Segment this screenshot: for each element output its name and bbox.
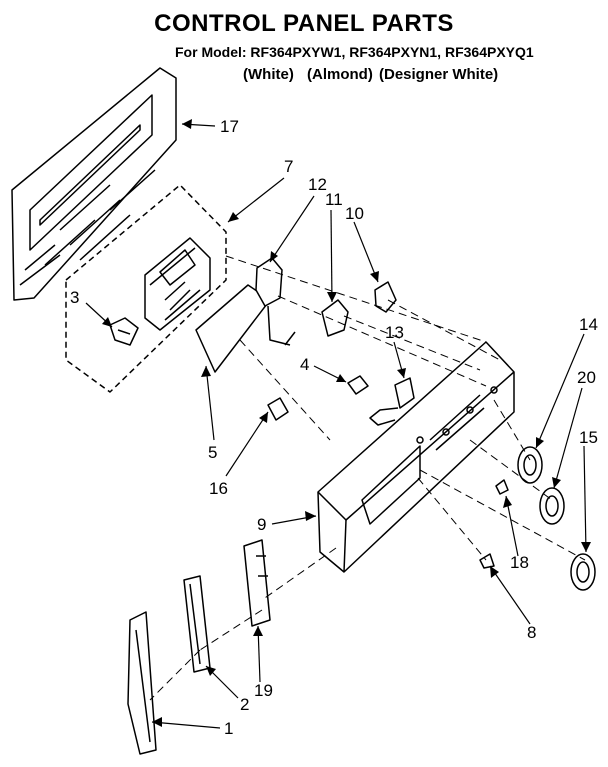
part-3-clip [109, 317, 139, 346]
callout-9: 9 [257, 515, 266, 534]
part-2-end-cap [183, 575, 211, 673]
model-list: For Model: RF364PXYW1, RF364PXYN1, RF364… [175, 44, 534, 60]
callout-2: 2 [240, 695, 249, 714]
variant-designer-white: (Designer White) [379, 66, 499, 83]
callout-19: 19 [254, 681, 273, 700]
callout-12: 12 [308, 175, 327, 194]
part-5-plate [195, 284, 271, 373]
callout-7: 7 [284, 157, 293, 176]
part-7-component-box [65, 184, 227, 393]
part-11-switch [321, 299, 349, 337]
part-9-control-panel [317, 341, 515, 573]
part-17-rear-panel [11, 67, 177, 301]
part-4-connector [347, 375, 369, 395]
part-10-switch [374, 281, 397, 313]
page-title: CONTROL PANEL PARTS [154, 10, 454, 37]
callout-5: 5 [208, 443, 217, 462]
part-13-harness [369, 377, 415, 426]
variant-almond: (Almond) [307, 66, 373, 83]
callout-15: 15 [579, 428, 598, 447]
part-14-knob [517, 446, 543, 484]
callout-10: 10 [345, 204, 364, 223]
callout-1: 1 [224, 719, 233, 738]
part-7-module [144, 237, 211, 331]
leader-arrowheads [102, 119, 591, 727]
part-16-clip [267, 397, 289, 421]
part-19-bracket [243, 539, 271, 627]
callout-18: 18 [510, 553, 529, 572]
part-15-knob [570, 553, 596, 591]
callout-8: 8 [527, 623, 536, 642]
part-8-indicator [479, 553, 495, 569]
callout-labels: 17 7 12 11 10 3 13 14 4 20 15 5 16 9 18 … [70, 117, 598, 738]
callout-11: 11 [325, 190, 343, 209]
assembly-lines [149, 255, 586, 701]
callout-16: 16 [209, 479, 228, 498]
callout-14: 14 [579, 315, 598, 334]
part-18-screw [495, 479, 509, 495]
variant-white: (White) [243, 66, 294, 83]
callout-20: 20 [577, 368, 596, 387]
callout-17: 17 [220, 117, 239, 136]
callout-3: 3 [70, 288, 79, 307]
callout-4: 4 [300, 355, 309, 374]
callout-13: 13 [385, 323, 404, 342]
part-12-switch [255, 257, 296, 346]
leader-lines [85, 123, 587, 729]
part-20-knob [539, 487, 565, 525]
part-1-end-trim [127, 611, 157, 755]
